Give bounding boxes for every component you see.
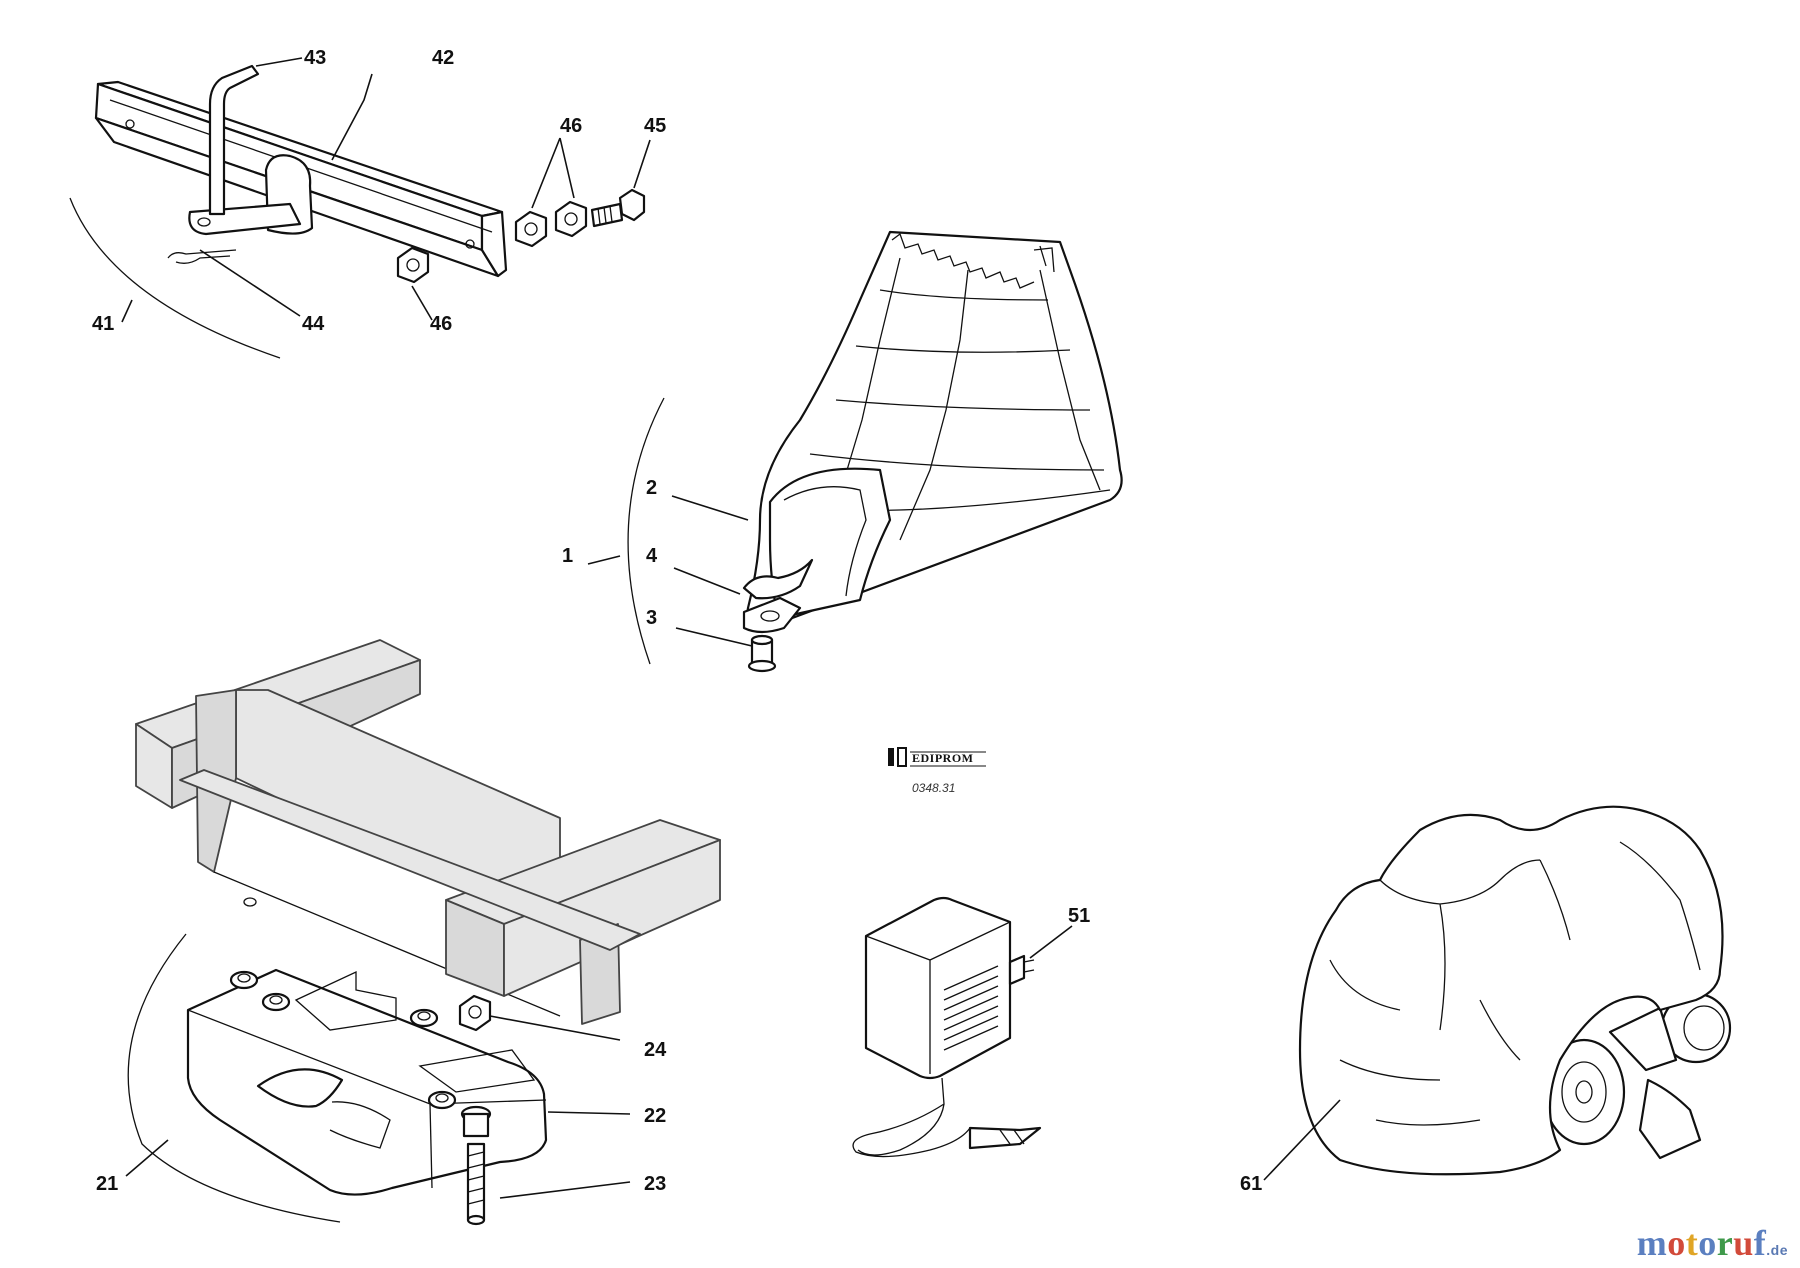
frame-and-weight: [125, 639, 721, 1226]
part-4-clip: [742, 558, 814, 600]
label-3: 3: [646, 607, 657, 629]
cover-base-lug: [742, 596, 802, 634]
label-23: 23: [644, 1173, 666, 1195]
part-46-nut-a: [514, 210, 548, 248]
label-43: 43: [304, 47, 326, 69]
label-2: 2: [646, 477, 657, 499]
watermark-letter: o: [1698, 1223, 1717, 1263]
part-44-clip: [167, 249, 237, 264]
watermark-letter: u: [1733, 1223, 1754, 1263]
mount-plate: [235, 689, 561, 905]
label-46-bottom: 46: [430, 313, 452, 335]
label-21: 21: [96, 1173, 118, 1195]
part-22-counterweight: [186, 968, 548, 1196]
part-23-bolt: [460, 1105, 492, 1226]
reference-labels: 43 42 46 45 41 44 46 2 1 4 3 51 24 22 23…: [92, 47, 1262, 1195]
group-arc-21: [127, 933, 341, 1223]
part-43-hitch-pin: [208, 64, 260, 216]
watermark-letters: motoruf: [1637, 1223, 1767, 1263]
part-46-nut-c: [396, 246, 430, 284]
watermark-letter: m: [1636, 1223, 1668, 1263]
part-46-nut-b: [554, 200, 588, 238]
weight-bosses: [229, 970, 457, 1110]
watermark-letter: o: [1667, 1223, 1686, 1263]
grass-catcher-cover: [587, 230, 1123, 673]
label-42: 42: [432, 47, 454, 69]
label-46-top: 46: [560, 115, 582, 137]
group-arc-1: [627, 397, 665, 665]
publisher-name: EDIPROM: [912, 751, 974, 765]
tractor-visible-parts: [1542, 976, 1732, 1160]
label-4: 4: [646, 545, 658, 567]
label-51: 51: [1068, 905, 1090, 927]
hitch-assembly: [69, 57, 651, 359]
publisher-mark: EDIPROM 0348.31: [888, 747, 986, 795]
label-61: 61: [1240, 1173, 1262, 1195]
part-51-battery-charger: [852, 896, 1073, 1158]
label-45: 45: [644, 115, 666, 137]
label-1: 1: [562, 545, 573, 567]
label-44: 44: [302, 313, 325, 335]
drawing-code: 0348.31: [912, 781, 955, 795]
group-arc-41: [69, 197, 281, 359]
watermark-letter: r: [1716, 1223, 1734, 1263]
label-24: 24: [644, 1039, 667, 1061]
part-45-bolt: [590, 188, 646, 228]
publisher-logo-icon: [888, 748, 894, 766]
part-61-tractor-cover: [1263, 805, 1732, 1181]
part-24-nut: [458, 994, 492, 1032]
watermark-letter: t: [1685, 1223, 1699, 1263]
label-41: 41: [92, 313, 114, 335]
part-3-pin: [747, 634, 777, 673]
watermark-letter: f: [1753, 1223, 1767, 1263]
watermark-logo: motoruf.de: [1637, 1222, 1788, 1264]
label-22: 22: [644, 1105, 666, 1127]
watermark-suffix: .de: [1766, 1242, 1788, 1258]
